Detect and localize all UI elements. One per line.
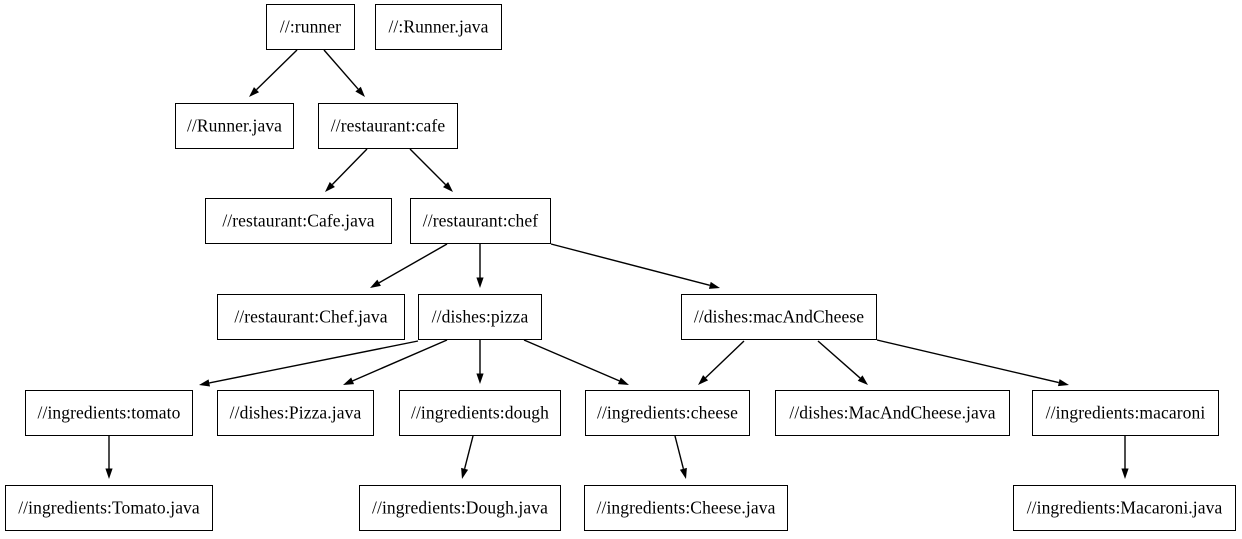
edge-restaurant_cafe-to-restaurant_chef (409, 148, 447, 186)
arrowhead-ingredients_macaroni-to-macaroni_java (1121, 468, 1129, 479)
node-dishes_macandcheese[interactable]: //dishes:macAndCheese (681, 294, 877, 340)
node-ingredients_cheese[interactable]: //ingredients:cheese (585, 390, 750, 436)
node-macaroni_java[interactable]: //ingredients:Macaroni.java (1013, 485, 1236, 531)
node-dishes_mac_java[interactable]: //dishes:MacAndCheese.java (775, 390, 1010, 436)
arrowhead-runner-to-runner_java (249, 87, 260, 97)
node-ingredients_dough[interactable]: //ingredients:dough (399, 390, 561, 436)
node-dough_java[interactable]: //ingredients:Dough.java (359, 485, 561, 531)
edge-restaurant_cafe-to-restaurant_cafe_java (331, 148, 368, 185)
arrowhead-dishes_pizza-to-ingredients_tomato (199, 379, 211, 387)
node-label-dishes_mac_java: //dishes:MacAndCheese.java (789, 402, 996, 423)
edge-ingredients_cheese-to-cheese_java (674, 435, 685, 470)
edge-dishes_pizza-to-dishes_pizza_java (352, 339, 448, 382)
node-label-ingredients_dough: //ingredients:dough (411, 402, 549, 423)
arrowhead-restaurant_chef-to-restaurant_chef_java (370, 279, 381, 288)
arrowhead-dishes_macandcheese-to-ingredients_cheese (698, 375, 709, 385)
node-label-tomato_java: //ingredients:Tomato.java (18, 497, 200, 518)
node-label-dishes_macandcheese: //dishes:macAndCheese (693, 306, 865, 327)
edge-restaurant_chef-to-dishes_macandcheese (550, 243, 711, 287)
arrowhead-dishes_pizza-to-dishes_pizza_java (343, 377, 355, 385)
node-ingredients_tomato[interactable]: //ingredients:tomato (25, 390, 193, 436)
arrowhead-runner-to-restaurant_cafe (355, 86, 365, 97)
node-tomato_java[interactable]: //ingredients:Tomato.java (5, 485, 213, 531)
node-label-restaurant_chef_java: //restaurant:Chef.java (234, 306, 388, 327)
edge-runner-to-runner_java (256, 49, 298, 91)
node-label-runner_java: //Runner.java (186, 115, 283, 136)
node-label-dishes_pizza_java: //dishes:Pizza.java (229, 402, 362, 423)
node-label-restaurant_cafe: //restaurant:cafe (330, 115, 446, 136)
arrowhead-dishes_macandcheese-to-ingredients_macaroni (1057, 379, 1069, 387)
edge-dishes_macandcheese-to-dishes_mac_java (817, 340, 861, 379)
arrowhead-dishes_pizza-to-ingredients_dough (476, 373, 484, 384)
arrowhead-dishes_pizza-to-ingredients_cheese (617, 377, 629, 385)
edge-ingredients_dough-to-dough_java (463, 435, 474, 470)
arrowhead-restaurant_chef-to-dishes_macandcheese (708, 281, 720, 289)
node-runner[interactable]: //:runner (266, 4, 355, 50)
arrowhead-dishes_macandcheese-to-dishes_mac_java (857, 375, 868, 385)
node-label-restaurant_cafe_java: //restaurant:Cafe.java (222, 210, 375, 231)
edge-runner-to-restaurant_cafe (323, 49, 359, 90)
node-label-ingredients_tomato: //ingredients:tomato (37, 402, 181, 423)
node-label-runner_java_root: //:Runner.java (388, 16, 489, 37)
node-restaurant_chef[interactable]: //restaurant:chef (410, 198, 551, 244)
edge-dishes_pizza-to-ingredients_tomato (209, 340, 419, 384)
node-restaurant_chef_java[interactable]: //restaurant:Chef.java (217, 294, 405, 340)
arrowhead-restaurant_cafe-to-restaurant_cafe_java (325, 181, 335, 192)
edge-restaurant_chef-to-restaurant_chef_java (378, 243, 448, 284)
node-cheese_java[interactable]: //ingredients:Cheese.java (584, 485, 788, 531)
node-label-restaurant_chef: //restaurant:chef (422, 210, 539, 231)
node-runner_java_root[interactable]: //:Runner.java (375, 4, 502, 50)
arrowhead-ingredients_dough-to-dough_java (461, 467, 469, 479)
node-dishes_pizza[interactable]: //dishes:pizza (418, 294, 542, 340)
node-label-cheese_java: //ingredients:Cheese.java (596, 497, 776, 518)
node-label-dough_java: //ingredients:Dough.java (372, 497, 548, 518)
edge-dishes_macandcheese-to-ingredients_cheese (705, 340, 745, 379)
node-label-ingredients_macaroni: //ingredients:macaroni (1045, 402, 1206, 423)
node-label-dishes_pizza: //dishes:pizza (431, 306, 529, 327)
node-restaurant_cafe[interactable]: //restaurant:cafe (318, 103, 458, 149)
arrowhead-restaurant_chef-to-dishes_pizza (476, 277, 484, 288)
node-restaurant_cafe_java[interactable]: //restaurant:Cafe.java (205, 198, 392, 244)
node-runner_java[interactable]: //Runner.java (175, 103, 294, 149)
node-ingredients_macaroni[interactable]: //ingredients:macaroni (1032, 390, 1219, 436)
arrowhead-restaurant_cafe-to-restaurant_chef (443, 182, 453, 192)
arrowhead-ingredients_cheese-to-cheese_java (679, 467, 687, 479)
node-label-macaroni_java: //ingredients:Macaroni.java (1026, 497, 1223, 518)
node-dishes_pizza_java[interactable]: //dishes:Pizza.java (217, 390, 374, 436)
edge-dishes_macandcheese-to-ingredients_macaroni (876, 339, 1059, 384)
edge-dishes_pizza-to-ingredients_cheese (523, 339, 620, 382)
node-label-runner: //:runner (279, 16, 342, 37)
node-label-ingredients_cheese: //ingredients:cheese (597, 402, 738, 423)
arrowhead-ingredients_tomato-to-tomato_java (105, 468, 113, 479)
